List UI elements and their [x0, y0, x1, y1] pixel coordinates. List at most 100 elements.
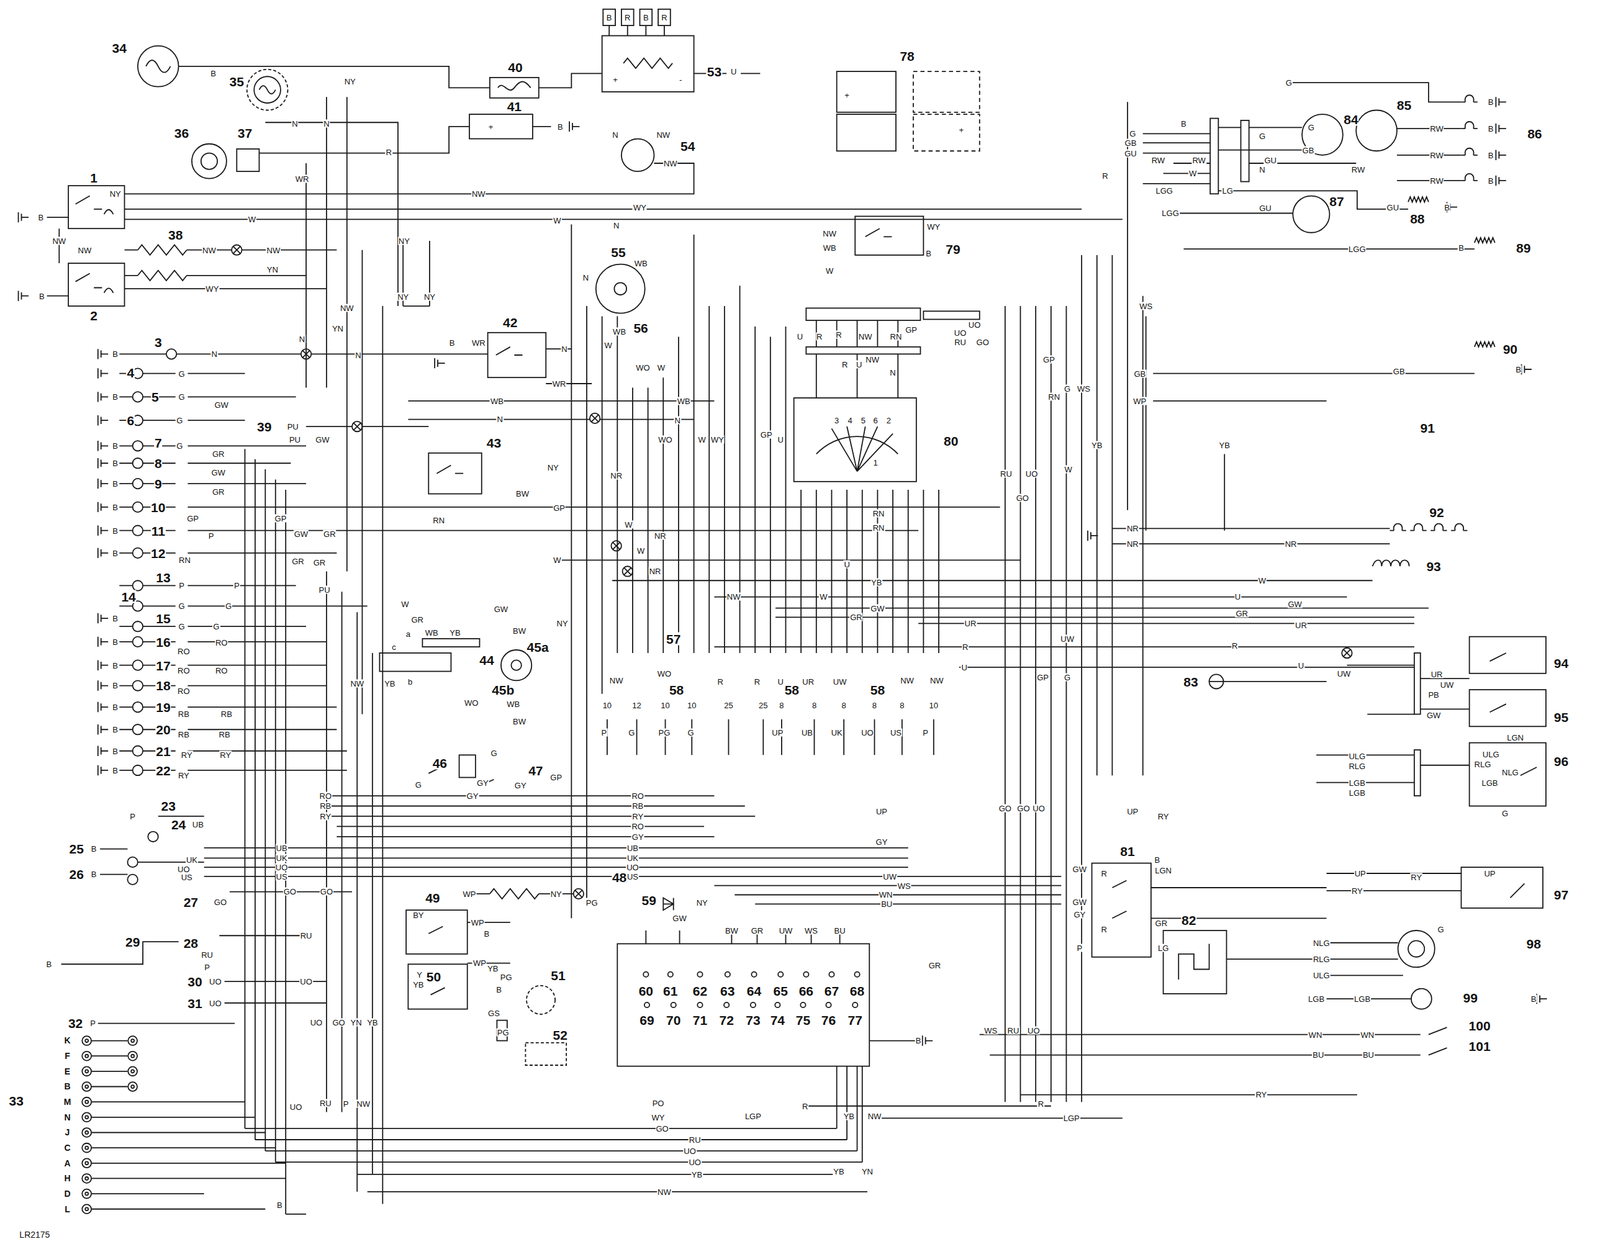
wire-code: B — [1487, 176, 1495, 185]
wire-code: GU — [1123, 149, 1138, 158]
callout-number: 16 — [155, 635, 171, 649]
wire-code: B — [111, 681, 119, 690]
wire-code: B — [111, 746, 119, 755]
component-symbol — [643, 972, 649, 978]
callout-number: 97 — [1553, 888, 1569, 902]
wire-code: G — [1258, 131, 1266, 140]
wire-code: UO — [299, 977, 313, 986]
wire-code: B — [111, 459, 119, 468]
wire-code: UP — [1126, 807, 1139, 816]
callout-number: 90 — [1502, 342, 1519, 356]
wire-code: NY — [397, 236, 411, 245]
wire-code: RN — [178, 556, 192, 565]
callout-number: 35 — [229, 75, 245, 89]
callout-number: 14 — [120, 590, 136, 604]
wire-code: NW — [655, 130, 671, 139]
component-symbol — [1341, 648, 1352, 659]
wire-code: W — [818, 592, 828, 602]
wire-code: RW — [1191, 156, 1206, 165]
wire-code: B — [448, 338, 456, 348]
callout-number: 75 — [795, 1013, 811, 1027]
component-symbol — [1178, 943, 1209, 980]
wire-code: GR — [312, 558, 327, 567]
wire-code: G — [687, 728, 695, 737]
component-symbol — [836, 114, 896, 151]
wire-code: B — [111, 725, 119, 734]
wire-code: GY — [875, 837, 889, 846]
wire-code: WB — [489, 396, 505, 405]
lamp-symbol — [132, 548, 143, 559]
callout-number: 60 — [638, 984, 654, 998]
wire-code: B — [38, 291, 46, 300]
component-symbol — [137, 45, 179, 87]
wire-code: N — [612, 221, 620, 230]
wire-code: WS — [1138, 302, 1153, 311]
wire-code: B — [1530, 994, 1538, 1003]
pin-letter: B — [63, 1082, 71, 1091]
wire-code: WP — [472, 959, 487, 968]
wire-code: GY — [631, 832, 645, 841]
wire-code: R — [623, 13, 631, 22]
wire-code: UO — [625, 863, 640, 872]
callout-number: 53 — [706, 65, 723, 79]
pin-letter: M — [63, 1097, 73, 1107]
wire-code: B — [556, 122, 564, 131]
wire-code: NW — [77, 245, 93, 254]
component-symbol — [589, 413, 600, 424]
lamp-symbol — [81, 1128, 92, 1138]
wire-code: LG — [1157, 943, 1170, 952]
component-symbol — [1292, 196, 1330, 233]
callout-number: 58 — [668, 683, 685, 697]
wire-code: N — [674, 416, 682, 425]
wire-code: GW — [211, 468, 226, 477]
callout-number: 79 — [944, 242, 961, 256]
wire-code: UP — [771, 728, 784, 737]
wire-code: NR — [648, 567, 662, 576]
component-symbol — [510, 659, 521, 670]
wire-code: R — [660, 13, 668, 22]
callout-number: 84 — [1342, 112, 1359, 127]
wire-code: UO — [275, 863, 289, 872]
wire-code: NW — [726, 592, 742, 602]
wire-code: RLG — [1312, 954, 1331, 963]
component-symbol — [1430, 524, 1447, 531]
wire-code: GR — [322, 529, 337, 538]
wire-code: U — [855, 360, 863, 369]
wire-code: BW — [512, 626, 527, 635]
wire-code: NR — [1126, 524, 1140, 533]
pin-letter: N — [63, 1113, 71, 1122]
wire-code: c — [391, 642, 397, 651]
component-symbol — [805, 347, 921, 355]
callout-number: 78 — [899, 49, 915, 63]
wire-code: LGB — [1480, 778, 1499, 787]
lamp-symbol — [147, 831, 158, 842]
component-symbol — [231, 244, 242, 255]
wire-code: GP — [1042, 355, 1056, 364]
ground-symbol — [1495, 175, 1506, 186]
wire-code: RW — [1351, 165, 1366, 174]
wire-code: GP — [1036, 673, 1050, 682]
wire-code: R — [1231, 641, 1239, 651]
wire-code: GY — [1072, 910, 1086, 919]
callout-number: 64 — [746, 984, 762, 998]
component-symbol — [1469, 637, 1546, 674]
component-symbol — [1389, 524, 1406, 531]
wire-code: NW — [864, 355, 880, 364]
component-symbol — [816, 426, 898, 472]
wire-code: RO — [176, 646, 191, 656]
callout-number: 63 — [719, 984, 736, 998]
lamp-symbol — [132, 659, 143, 670]
component-symbol — [774, 1002, 780, 1008]
callout-number: 56 — [632, 320, 649, 335]
wire-code: BU — [1362, 1051, 1375, 1060]
wire-code: YB — [448, 628, 461, 637]
wire-code: WO — [635, 363, 651, 372]
wire-code: B — [111, 350, 119, 359]
wire-code: B — [925, 248, 932, 258]
component-symbol — [137, 244, 187, 255]
callout-number: 82 — [1180, 913, 1197, 927]
wire-code: GP — [274, 514, 288, 523]
wire-code: RY — [1351, 886, 1364, 895]
ground-symbol — [98, 440, 109, 451]
callout-number: 3 — [153, 335, 163, 349]
